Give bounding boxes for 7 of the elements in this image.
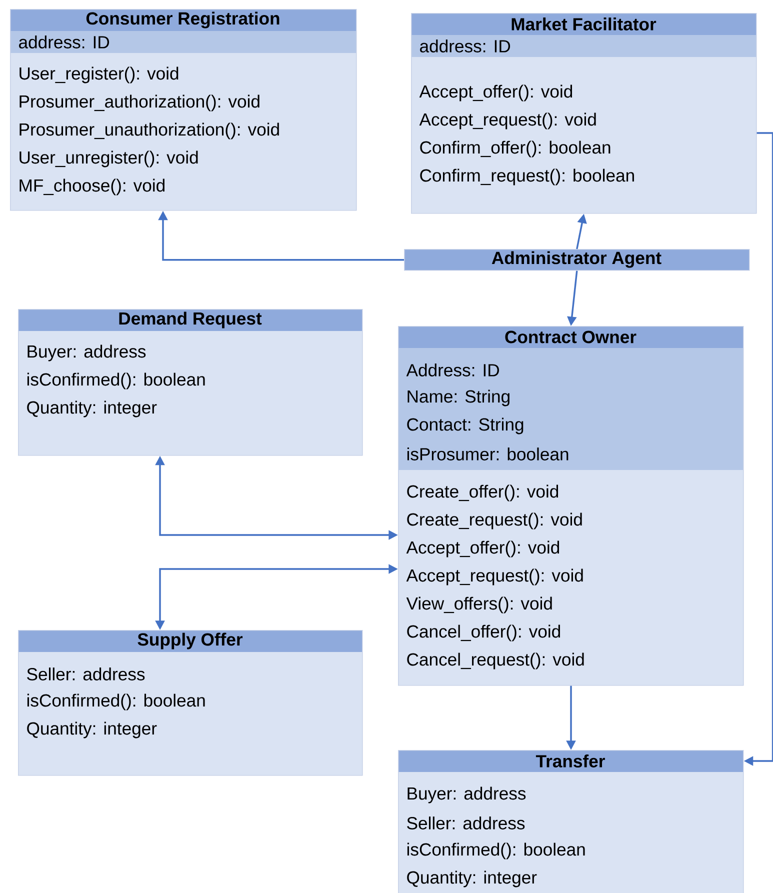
class-box: Market Facilitator address: ID Accept_offer(): void Accept_request(): void Confirm_offer(): boolean Confirm_request(): boolean	[411, 13, 757, 214]
class-box: Demand Request Buyer: address isConfirmed(): boolean Quantity: integer	[18, 309, 363, 456]
class-box: Transfer Buyer: address Seller: address isConfirmed(): boolean Quantity: integer	[398, 750, 744, 893]
class-box: Supply Offer Seller: address isConfirmed(): boolean Quantity: integer	[18, 630, 363, 776]
class-box: Contract Owner Address: ID Name: String Contact: String isProsumer: boolean Create_offer(): void Create_request(): void Accept_offer(): void Accept_request(): void View_offers(): void Cancel_offer(): void Cancel_request(): void	[398, 326, 744, 686]
class-box: Administrator Agent	[404, 249, 750, 271]
class-box: Consumer Registration address: ID User_register(): void Prosumer_authorization(): void Prosumer_unauthorization(): void User_unregister(): void MF_choose(): void	[10, 9, 357, 211]
